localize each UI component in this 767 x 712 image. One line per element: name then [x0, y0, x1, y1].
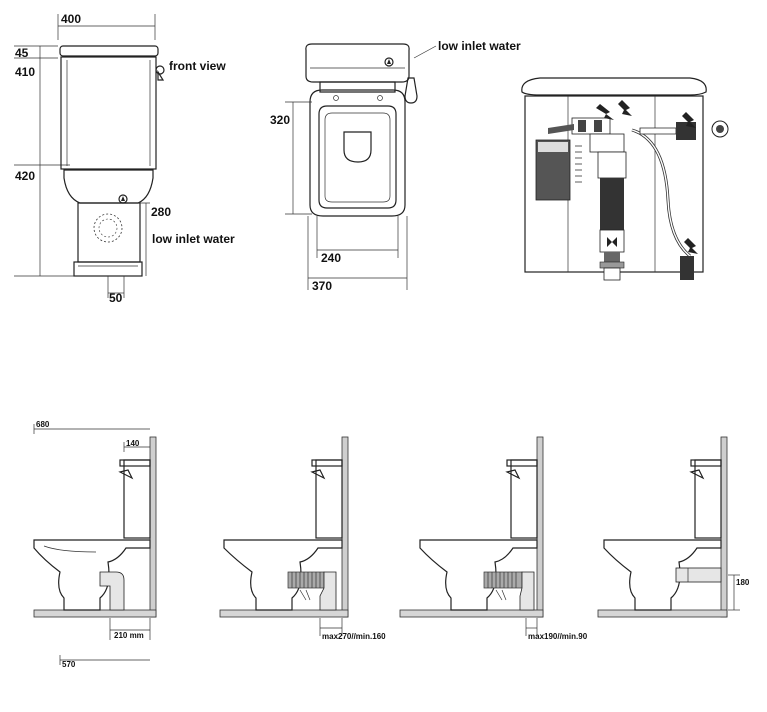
- install-view-range-a: max270//min.160: [219, 436, 386, 641]
- dim-range-a: max270//min.160: [322, 632, 386, 641]
- dim-lid-45: 45: [15, 46, 29, 60]
- install-view-floor: 680 140 210 mm 570: [33, 420, 157, 669]
- dim-range-b: max190//min.90: [528, 632, 588, 641]
- dim-floor-210: 210 mm: [114, 631, 144, 640]
- dim-depth-320: 320: [270, 113, 290, 127]
- top-view-drawing: low inlet water 320 240 370: [270, 39, 521, 293]
- dim-width-400: 400: [61, 12, 81, 26]
- dim-wall-180: 180: [736, 578, 750, 587]
- dim-width-370: 370: [312, 279, 332, 293]
- install-view-wall: 180: [597, 436, 750, 618]
- install-view-range-b: max190//min.90: [399, 436, 588, 641]
- dim-depth-680: 680: [36, 420, 50, 429]
- dim-base-570: 570: [62, 660, 76, 669]
- low-inlet-label-side: low inlet water: [152, 232, 235, 246]
- dim-inlet-280: 280: [151, 205, 171, 219]
- front-view-drawing: 400 45 410 420 50: [14, 12, 235, 305]
- low-inlet-label-top: low inlet water: [438, 39, 521, 53]
- dim-tank-410: 410: [15, 65, 35, 79]
- dim-bowl-420: 420: [15, 169, 35, 183]
- dim-width-240: 240: [321, 251, 341, 265]
- dim-offset-140: 140: [126, 439, 140, 448]
- cistern-cutaway: [521, 77, 729, 281]
- front-view-label: front view: [169, 59, 226, 73]
- dim-outlet-50: 50: [109, 291, 123, 305]
